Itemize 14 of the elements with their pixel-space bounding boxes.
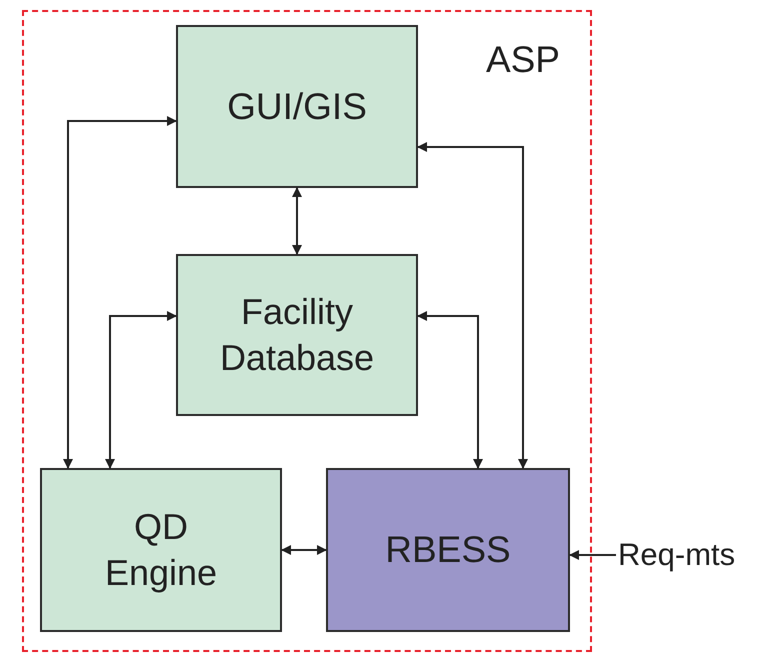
- dashed-boundary: [22, 10, 592, 652]
- process-box: RBESS: [326, 468, 570, 632]
- arrow: [417, 311, 483, 469]
- arrow: [281, 545, 327, 555]
- arrow: [417, 142, 528, 469]
- process-box: Facility Database: [176, 254, 418, 416]
- arrow: [105, 311, 177, 469]
- process-box: GUI/GIS: [176, 25, 418, 188]
- input-label: Req-mts: [618, 534, 764, 576]
- arrow: [63, 116, 177, 469]
- arrow: [292, 187, 302, 255]
- process-box: QD Engine: [40, 468, 282, 632]
- arrow: [569, 550, 616, 560]
- container-label: ASP: [486, 38, 560, 82]
